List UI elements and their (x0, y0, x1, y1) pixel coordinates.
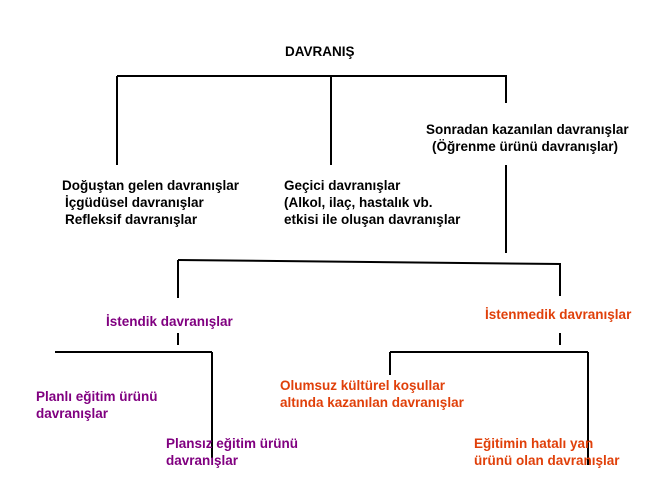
planned-node: Planlı eğitim ürünü davranışlar (36, 388, 158, 422)
education-side-effect-node: Eğitimin hatalı yan ürünü olan davranışl… (474, 435, 620, 469)
cultural-node: Olumsuz kültürel koşullar altında kazanı… (280, 377, 464, 411)
node-line: etkisi ile oluşan davranışlar (284, 212, 461, 227)
acquired-node: Sonradan kazanılan davranışlar (Öğrenme … (426, 121, 629, 155)
node-line: altında kazanılan davranışlar (280, 395, 464, 410)
desired-node: İstendik davranışlar (106, 314, 233, 329)
node-line: Refleksif davranışlar (65, 212, 198, 227)
node-line: ürünü olan davranışlar (474, 453, 620, 468)
node-line: Olumsuz kültürel koşullar (280, 378, 446, 393)
unplanned-node: Plansız eğitim ürünü davranışlar (166, 435, 298, 469)
temporary-node: Geçici davranışlar (Alkol, ilaç, hastalı… (284, 177, 460, 228)
root-node: DAVRANIŞ (285, 44, 355, 59)
node-line: Sonradan kazanılan davranışlar (426, 122, 629, 137)
undesired-node: İstenmedik davranışlar (485, 307, 632, 322)
node-line: davranışlar (36, 406, 109, 421)
node-line: davranışlar (166, 453, 239, 468)
node-line: (Alkol, ilaç, hastalık vb. (284, 195, 433, 210)
node-line: Plansız eğitim ürünü (166, 436, 299, 451)
innate-node: Doğuştan gelen davranışlar İçgüdüsel dav… (62, 177, 239, 228)
node-line: Planlı eğitim ürünü (36, 389, 158, 404)
node-line: Doğuştan gelen davranışlar (62, 178, 240, 193)
node-line: Eğitimin hatalı yan (474, 436, 594, 451)
connector (177, 259, 562, 265)
node-line: Geçici davranışlar (284, 178, 401, 193)
node-line: İçgüdüsel davranışlar (65, 195, 204, 210)
node-line: (Öğrenme ürünü davranışlar) (432, 139, 619, 154)
